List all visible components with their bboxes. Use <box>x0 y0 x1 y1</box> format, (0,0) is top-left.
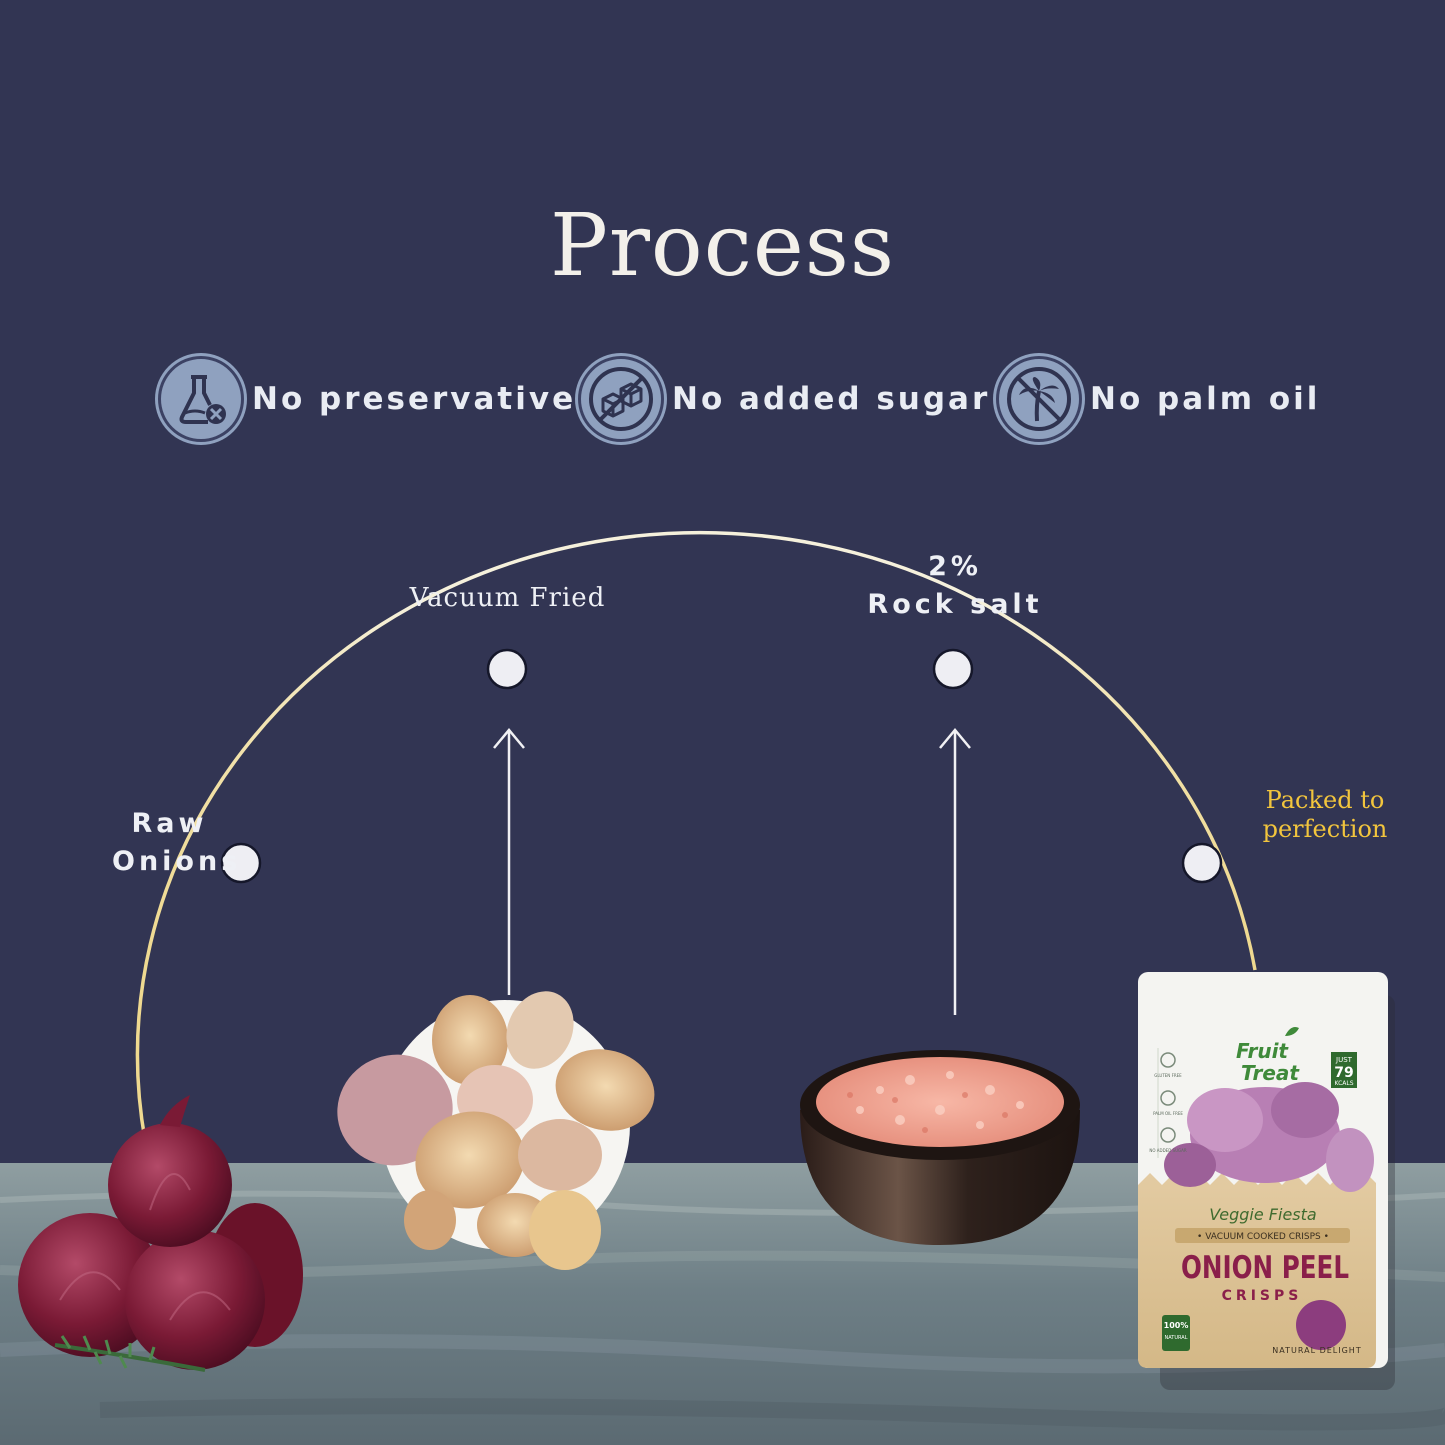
step-label-line: perfection <box>1262 815 1388 843</box>
pouch-footer: NATURAL DELIGHT <box>1272 1346 1361 1355</box>
badge-no-preservatives: No preservatives <box>158 354 598 444</box>
step-label-packed: Packed to perfection <box>1250 786 1400 844</box>
step-label-rock-salt: 2% Rock salt <box>855 548 1055 624</box>
pouch-kcal-top: JUST <box>1335 1056 1353 1064</box>
arrow-vacuum-fried <box>493 728 525 995</box>
step-label-line: Packed to <box>1265 786 1385 814</box>
node-rock-salt <box>932 648 974 690</box>
badge-no-added-sugar: No added sugar <box>578 354 990 444</box>
node-packed <box>1181 842 1223 884</box>
red-onions-photo <box>18 1095 303 1372</box>
onion-crisps-bowl-photo <box>337 991 655 1270</box>
node-vacuum-fried <box>486 648 528 690</box>
step-label-line: Raw <box>131 808 208 839</box>
pink-rock-salt-bowl-photo <box>800 1050 1080 1245</box>
pouch-tagline: • VACUUM COOKED CRISPS • <box>1197 1232 1329 1242</box>
step-label-line: 2% <box>928 551 982 582</box>
pouch-product-name-sub: CRISPS <box>1222 1288 1303 1304</box>
step-label-line: Rock salt <box>867 589 1043 620</box>
no-palm-tree-icon <box>996 356 1082 442</box>
no-sugar-cubes-icon <box>578 356 664 442</box>
badge-label: No palm oil <box>1090 381 1321 417</box>
step-label-vacuum-fried: Vacuum Fried <box>409 583 606 613</box>
step-label-line: Onions <box>112 846 242 877</box>
pouch-icon-label: PALM OIL FREE <box>1153 1111 1183 1116</box>
pouch-icon-label: NO ADDED SUGAR <box>1149 1148 1186 1153</box>
leaf-icon <box>1285 1027 1299 1036</box>
step-label-raw-onions: Raw Onions <box>112 805 242 881</box>
page-title: Process <box>549 196 896 296</box>
process-arc <box>135 530 1257 1141</box>
badge-no-palm-oil: No palm oil <box>996 354 1320 444</box>
arrow-rock-salt <box>939 728 971 1015</box>
pouch-brand-line1: Fruit <box>1236 1039 1289 1063</box>
node-raw-onions <box>220 842 262 884</box>
pouch-sub-brand: Veggie Fiesta <box>1209 1205 1316 1224</box>
pouch-natural-top: 100% <box>1164 1321 1189 1330</box>
pouch-natural-bottom: NATURAL <box>1165 1335 1188 1341</box>
product-pouch-photo: GLUTEN FREE PALM OIL FREE NO ADDED SUGAR… <box>1138 972 1395 1390</box>
flask-no-preservatives-icon <box>158 356 244 442</box>
pouch-icon-label: GLUTEN FREE <box>1154 1073 1182 1078</box>
pouch-kcal-unit: KCALS <box>1334 1080 1353 1087</box>
pouch-brand-line2: Treat <box>1241 1061 1300 1085</box>
pouch-kcal-value: 79 <box>1334 1065 1353 1081</box>
badge-label: No added sugar <box>672 381 991 417</box>
pouch-product-name: ONION PEEL <box>1181 1250 1349 1286</box>
badge-label: No preservatives <box>252 381 598 417</box>
